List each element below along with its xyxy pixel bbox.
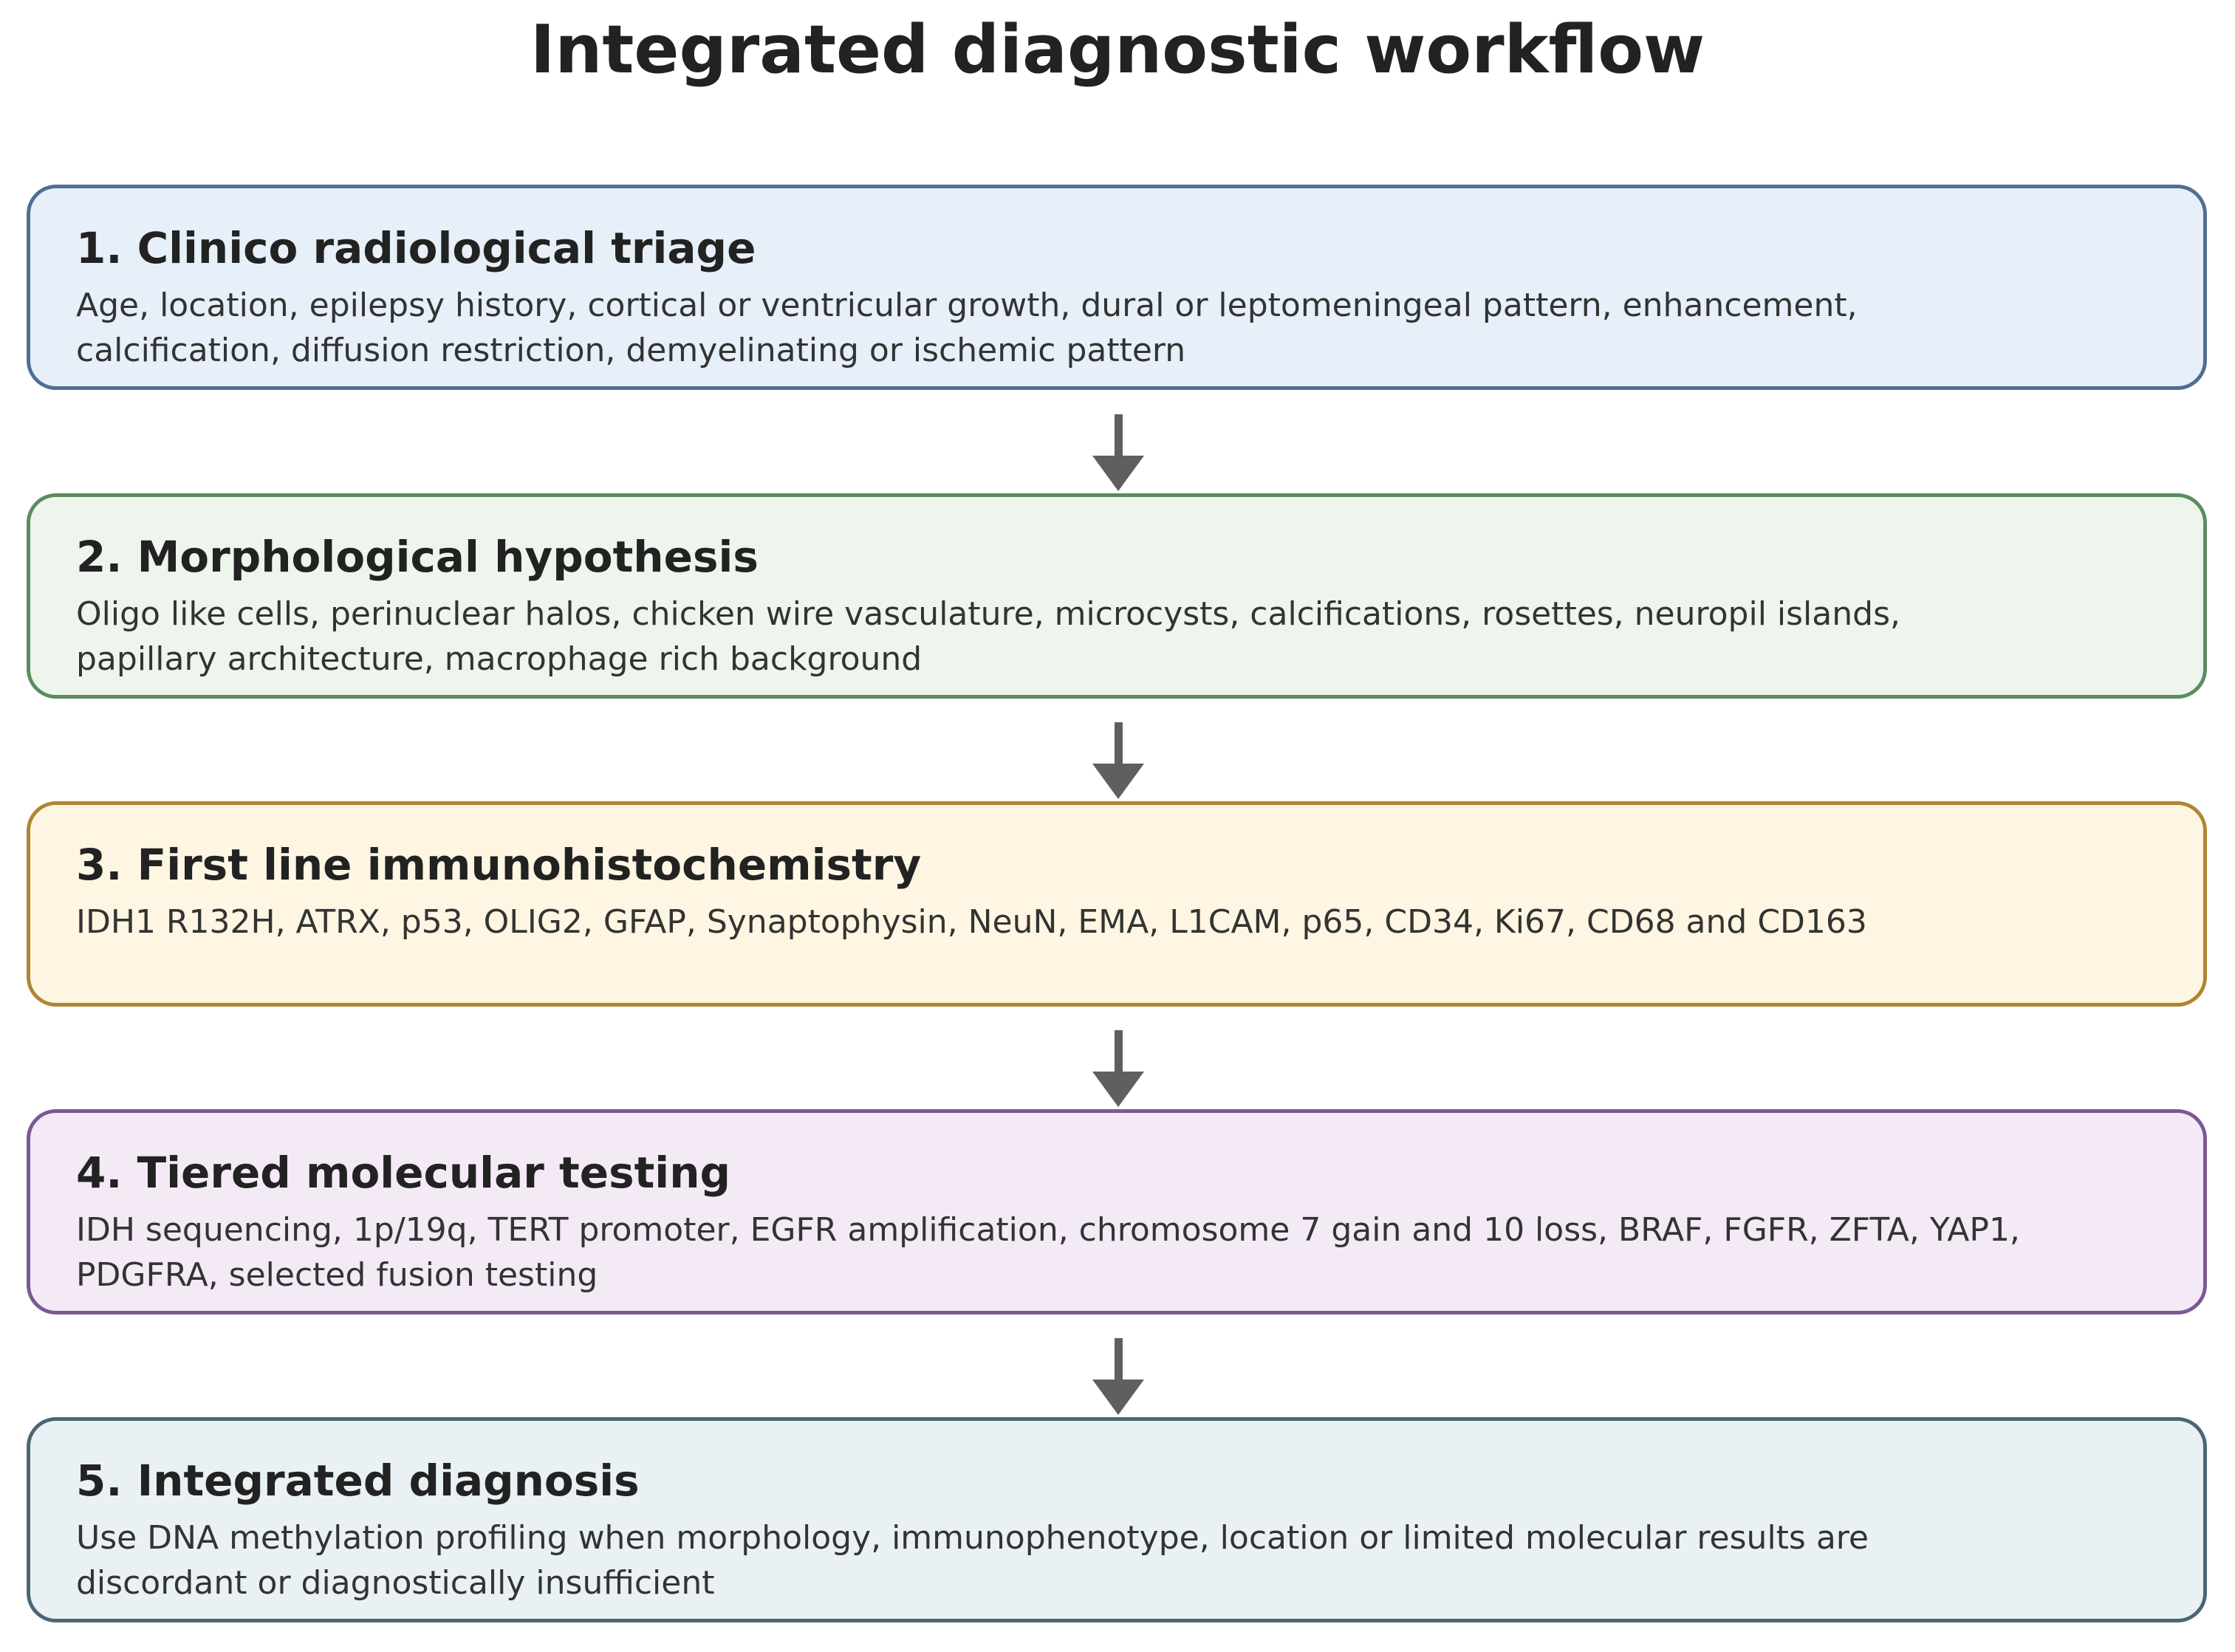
step-box-1: 1. Clinico radiological triage Age, loca… [27,185,2207,390]
step-heading: 4. Tiered molecular testing [76,1148,731,1198]
step-description: IDH1 R132H, ATRX, p53, OLIG2, GFAP, Syna… [76,903,1867,941]
step-box-5: 5. Integrated diagnosis Use DNA methylat… [27,1417,2207,1622]
diagram-title: Integrated diagnostic workflow [530,11,1705,89]
down-arrow-icon [1092,414,1144,491]
step-heading: 2. Morphological hypothesis [76,532,759,582]
down-arrow-icon [1092,722,1144,799]
step-heading: 5. Integrated diagnosis [76,1456,640,1506]
step-box-3: 3. First line immunohistochemistry IDH1 … [27,801,2207,1007]
step-description: Oligo like cells, perinuclear halos, chi… [76,595,1900,678]
step-box-4: 4. Tiered molecular testing IDH sequenci… [27,1109,2207,1315]
step-heading: 1. Clinico radiological triage [76,223,756,273]
step-description: Use DNA methylation profiling when morph… [76,1519,1869,1602]
down-arrow-icon [1092,1030,1144,1107]
step-description: IDH sequencing, 1p/19q, TERT promoter, E… [76,1211,2020,1294]
step-box-2: 2. Morphological hypothesis Oligo like c… [27,493,2207,699]
step-heading: 3. First line immunohistochemistry [76,840,922,890]
down-arrow-icon [1092,1338,1144,1415]
step-description: Age, location, epilepsy history, cortica… [76,287,1858,369]
